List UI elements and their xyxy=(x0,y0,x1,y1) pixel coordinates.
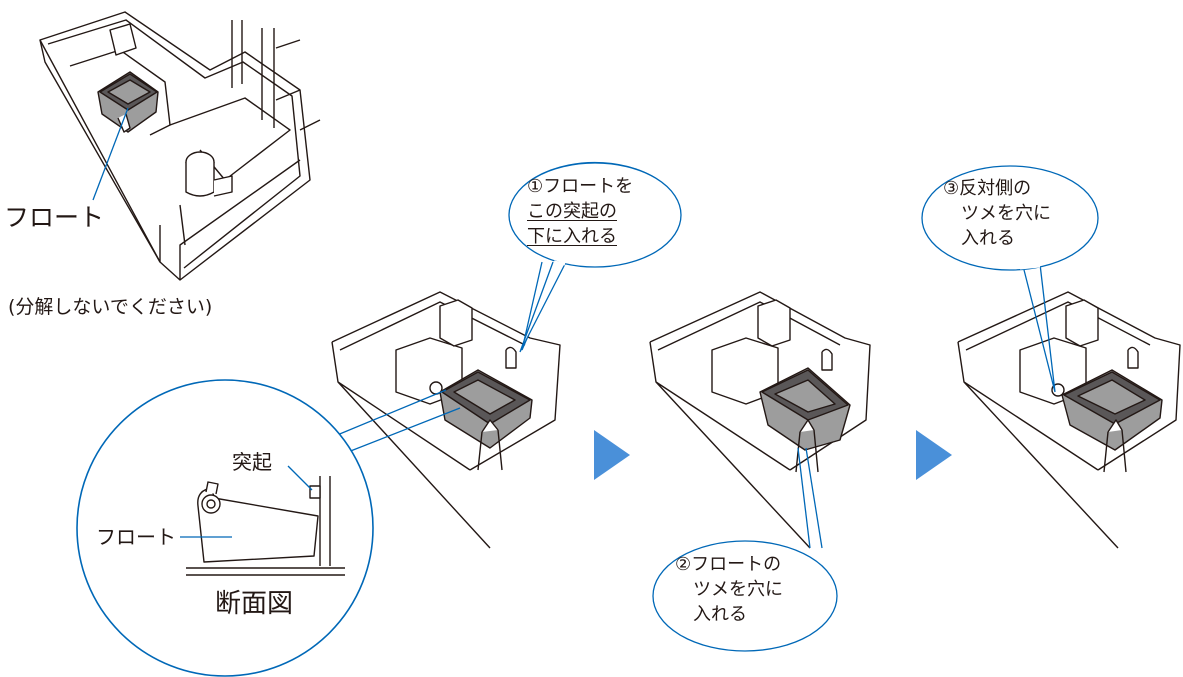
protrusion-leader xyxy=(287,465,313,491)
section-view-title: 断面図 xyxy=(215,589,294,619)
callout-step1-line1: ①フロートを xyxy=(527,176,634,197)
step3-tank xyxy=(957,291,1181,549)
callout-step3-line3: 入れる xyxy=(961,228,1015,249)
step1-tank xyxy=(331,291,561,549)
callout-step2-line2: ツメを穴に xyxy=(693,579,783,600)
protrusion-label: 突起 xyxy=(232,450,272,474)
callout-step3-line1: ③反対側の xyxy=(943,178,1032,199)
step-arrow-1 xyxy=(594,430,630,480)
callout-step2-line3: 入れる xyxy=(693,604,747,625)
callout-step2-line1: ②フロートの xyxy=(675,554,782,575)
callout-step1-line3: 下に入れる xyxy=(527,226,617,247)
float-label: フロート xyxy=(4,203,105,232)
float-leader-line xyxy=(92,107,129,201)
callout-step3-line2: ツメを穴に xyxy=(961,203,1051,224)
callout-step2 xyxy=(652,540,838,652)
callout-step3-text: ③反対側の ツメを穴に 入れる xyxy=(943,176,1051,251)
callout-step1-text: ①フロートを この突起の 下に入れる xyxy=(527,174,633,249)
float-section-label: フロート xyxy=(96,525,176,549)
step-arrow-2 xyxy=(916,430,952,480)
step2-tank xyxy=(649,291,871,549)
tank-overview xyxy=(39,11,321,281)
section-view-magnifier xyxy=(76,379,461,677)
no-disassembly-note: (分解しないでください) xyxy=(8,296,213,318)
callout-step2-text: ②フロートの ツメを穴に 入れる xyxy=(675,552,783,627)
step2-leader xyxy=(797,447,811,549)
callout-step1-line2: この突起の xyxy=(527,201,617,222)
callout-step3 xyxy=(1021,261,1056,393)
callout-step1 xyxy=(508,161,682,353)
